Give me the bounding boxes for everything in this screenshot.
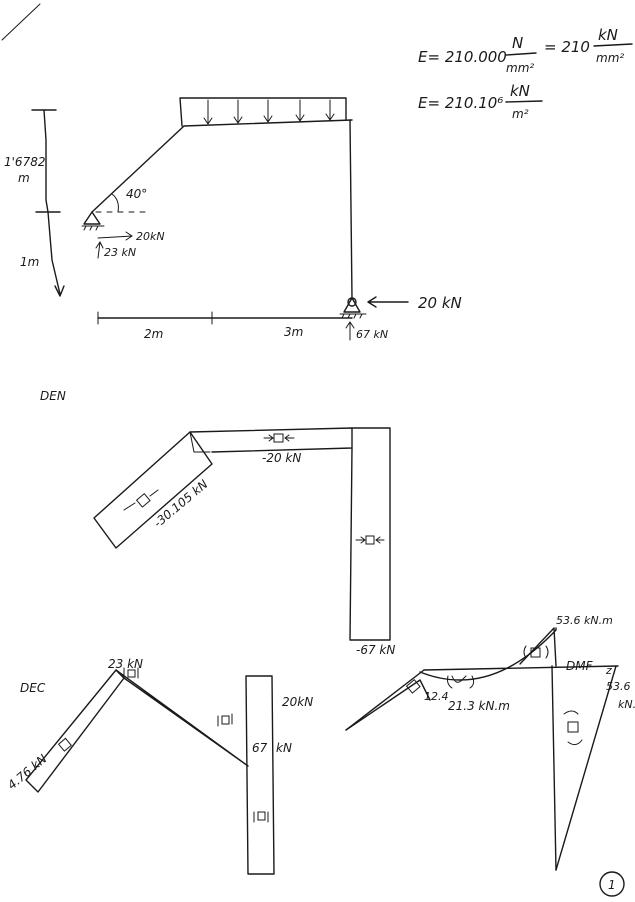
dec-column-value: 67: [252, 741, 268, 755]
dec-shear-symbol-top: [123, 667, 139, 679]
den-top-value: -20 kN: [262, 451, 301, 465]
right-pin-support: [339, 297, 367, 319]
dmf-title: DMF: [566, 659, 594, 673]
modulus-unit2-den: mm²: [596, 51, 624, 65]
right-horizontal-reaction-arrow: [367, 296, 409, 308]
dmf-moment-symbol-inclined: [405, 679, 421, 694]
page-number-circle: [599, 871, 625, 897]
modulus-line-2: E= 210.10⁶ kN m²: [418, 82, 543, 121]
modulus-unit-num-1: N: [512, 34, 523, 52]
dmf-beam-value: 21.3 kN.m: [448, 699, 510, 713]
dec-shear-symbol-column: [253, 811, 269, 823]
height-upper-value: 1'6782: [4, 155, 45, 169]
dmf-right-unit: kN.m: [618, 698, 635, 711]
den-inclined-band: [93, 431, 213, 549]
dec-title: DEC: [20, 681, 46, 695]
den-compression-symbol-inclined: [123, 489, 159, 511]
modulus-unit2-num: kN: [598, 26, 618, 44]
dmf-node-value: 12.4: [424, 690, 449, 703]
page-number: 1: [608, 878, 616, 892]
dmf-title-sub: z: [605, 664, 612, 677]
left-vertical-reaction: 23 kN: [104, 246, 136, 259]
modulus-unit-num-2: kN: [510, 82, 530, 100]
dec-top-value: 23 kN: [108, 657, 143, 671]
den-inclined-value: -30.105 kN: [151, 477, 211, 530]
dec-right-top-value: 20kN: [282, 695, 313, 709]
dmf-column-axis: [551, 665, 557, 871]
angle-arc: [111, 193, 119, 213]
den-column-value: -67 kN: [356, 643, 395, 657]
dec-column-unit: kN: [276, 741, 292, 755]
dmf-diagram: 53.6 kN.m DMF z 53.6 kN.m 21.3 kN.m 1: [345, 614, 635, 871]
den-column-band: [349, 427, 391, 641]
dmf-right-value: 53.6: [606, 680, 631, 693]
height-dimension-line: [43, 109, 61, 295]
dmf-moment-symbol-beam: [447, 675, 475, 689]
dmf-moment-symbol-top: [523, 645, 549, 659]
dmf-top-value: 53.6 kN.m: [556, 614, 613, 627]
dec-beam-triangle: [115, 669, 249, 767]
dec-shear-symbol-inclined: [57, 737, 72, 752]
height-arrow-bottom: [54, 285, 65, 297]
den-compression-symbol-top: [263, 433, 295, 443]
den-node-hatch: [189, 431, 211, 453]
distributed-load-arrows: [203, 99, 335, 125]
corner-mark: [1, 3, 41, 41]
modulus-fraction-bar-2: [593, 43, 633, 47]
modulus-unit-den-1: mm²: [506, 61, 534, 75]
distributed-load-outline: [179, 97, 347, 127]
right-column: [349, 119, 353, 299]
right-horizontal-reaction: 20 kN: [418, 294, 462, 312]
left-horizontal-reaction: 20kN: [136, 230, 165, 243]
modulus-unit-den-2: m²: [512, 107, 529, 121]
den-compression-symbol-column: [355, 535, 385, 545]
den-diagram: DEN -20 kN -30.105 kN -67 kN: [40, 389, 395, 657]
dmf-beam-axis: [423, 665, 619, 671]
angle-label: 40°: [126, 187, 147, 201]
frame-structure: 1'6782 m 1m 40° 20kN 23 kN: [4, 97, 462, 341]
inclined-member: [91, 125, 185, 213]
dec-column-band: [245, 675, 275, 875]
modulus-line-1: E= 210.000 N mm² = 210 kN mm²: [418, 26, 633, 75]
dmf-inclined-curve: [345, 679, 431, 731]
dmf-beam-parabola: [419, 627, 557, 681]
height-upper-unit: m: [18, 171, 30, 185]
span-right-label: 3m: [284, 325, 303, 339]
dmf-moment-symbol-column: [563, 710, 583, 746]
dmf-inclined-axis: [345, 669, 425, 731]
den-title: DEN: [40, 389, 66, 403]
dec-shear-symbol-beam: [217, 713, 233, 727]
dmf-column-triangle: [555, 665, 617, 871]
top-beam: [183, 119, 353, 127]
left-horizontal-reaction-arrow: [97, 231, 133, 241]
right-vertical-reaction: 67 kN: [356, 328, 388, 341]
height-lower-value: 1m: [20, 255, 39, 269]
right-vertical-reaction-arrow: [345, 321, 355, 341]
left-pin-support: [81, 211, 105, 231]
left-vertical-reaction-arrow: [95, 241, 104, 259]
modulus-value-1: E= 210.000: [418, 48, 507, 66]
modulus-fraction-bar-3: [505, 100, 543, 103]
modulus-equals: = 210: [544, 38, 590, 56]
modulus-fraction-bar-1: [505, 52, 537, 56]
modulus-value-2: E= 210.10⁶: [418, 94, 503, 112]
den-top-band: [189, 427, 353, 453]
span-left-label: 2m: [144, 327, 163, 341]
dec-diagram: DEC 23 kN 4.76 kN 20kN 67 kN: [5, 657, 313, 875]
